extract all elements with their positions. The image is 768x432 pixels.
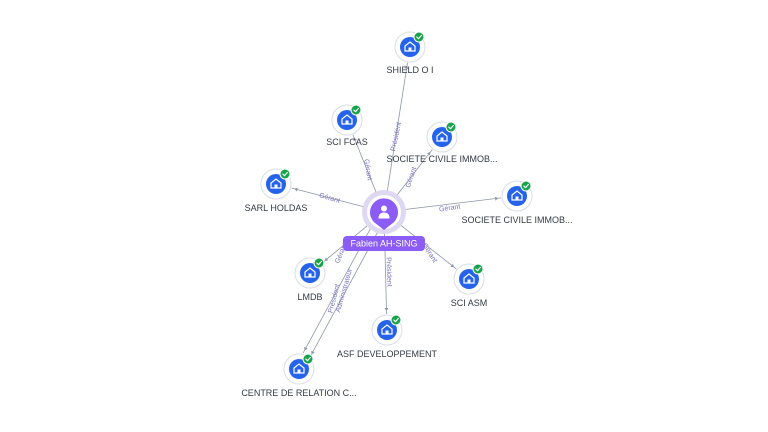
building-icon bbox=[381, 324, 393, 335]
verified-check-icon bbox=[350, 104, 362, 116]
edge-arrow bbox=[294, 187, 298, 192]
edge-line bbox=[386, 62, 408, 195]
building-icon bbox=[293, 363, 305, 374]
center-label: Fabien AH-SING bbox=[350, 239, 417, 249]
edge-arrow bbox=[304, 346, 308, 351]
verified-check-icon bbox=[390, 314, 402, 326]
company-node-scifcas[interactable]: SCI FCAS bbox=[326, 104, 368, 147]
company-node-asf[interactable]: ASF DEVELOPPEMENT bbox=[337, 314, 438, 359]
company-icon-bg bbox=[432, 127, 452, 147]
company-icon-bg bbox=[300, 263, 320, 283]
company-icon-bg bbox=[266, 174, 286, 194]
company-node-centre[interactable]: CENTRE DE RELATION C... bbox=[241, 353, 357, 398]
building-icon bbox=[436, 131, 448, 142]
company-name: SHIELD O I bbox=[386, 65, 433, 75]
nodes-layer: SHIELD O I SCI FCAS SOCIETE CIVILE IMMOB..… bbox=[241, 31, 573, 398]
person-icon bbox=[378, 205, 390, 219]
edge-label: Gérant bbox=[362, 159, 373, 181]
company-name: SCI FCAS bbox=[326, 137, 368, 147]
edge-arrow bbox=[404, 65, 409, 70]
verified-check-icon bbox=[279, 168, 291, 180]
edge-label: Gérant bbox=[318, 192, 341, 205]
verified-check-icon bbox=[520, 180, 532, 192]
company-node-shield[interactable]: SHIELD O I bbox=[386, 31, 434, 75]
center-node[interactable]: Fabien AH-SING bbox=[343, 190, 425, 251]
company-icon-bg bbox=[377, 320, 397, 340]
building-icon bbox=[270, 178, 282, 189]
edge-line bbox=[394, 149, 433, 199]
company-node-lmdb[interactable]: LMDB bbox=[294, 257, 326, 302]
edge-arrow bbox=[494, 196, 499, 201]
verified-check-icon bbox=[302, 353, 314, 365]
company-node-sci-immob-2[interactable]: SOCIETE CIVILE IMMOB... bbox=[461, 180, 573, 225]
edge-label: Gérant bbox=[439, 204, 461, 214]
edge-line bbox=[397, 222, 457, 270]
edge-line bbox=[352, 134, 378, 196]
building-icon bbox=[511, 190, 523, 201]
company-icon-bg bbox=[400, 37, 420, 57]
company-name: LMDB bbox=[297, 292, 322, 302]
center-label-pill bbox=[343, 236, 425, 251]
edge-arrow bbox=[426, 152, 431, 156]
edge-label: Président bbox=[384, 257, 392, 287]
edge-line bbox=[401, 197, 502, 211]
building-icon bbox=[463, 273, 475, 284]
company-icon-bg bbox=[459, 269, 479, 289]
edge-arrow bbox=[324, 257, 329, 261]
verified-check-icon bbox=[445, 121, 457, 133]
edge-arrow bbox=[384, 307, 389, 312]
company-node-sciasm[interactable]: SCI ASM bbox=[451, 263, 488, 308]
edge-arrow bbox=[450, 263, 455, 268]
company-name: SOCIETE CIVILE IMMOB... bbox=[461, 215, 572, 225]
edge-line bbox=[291, 187, 367, 208]
company-node-sci-immob-1[interactable]: SOCIETE CIVILE IMMOB... bbox=[386, 121, 498, 164]
building-icon bbox=[341, 114, 353, 125]
company-icon-bg bbox=[507, 186, 527, 206]
company-name: SARL HOLDAS bbox=[245, 203, 308, 213]
company-name: ASF DEVELOPPEMENT bbox=[337, 349, 438, 359]
edge-label: Président bbox=[390, 121, 403, 151]
company-name: CENTRE DE RELATION C... bbox=[241, 388, 356, 398]
building-icon bbox=[304, 267, 316, 278]
company-name: SOCIETE CIVILE IMMOB... bbox=[386, 154, 497, 164]
company-name: SCI ASM bbox=[451, 298, 488, 308]
edge-arrow bbox=[353, 137, 358, 142]
company-node-sarl[interactable]: SARL HOLDAS bbox=[245, 168, 308, 213]
edge-label: Gérant bbox=[405, 166, 418, 189]
verified-check-icon bbox=[472, 263, 484, 275]
building-icon bbox=[404, 41, 416, 52]
company-icon-bg bbox=[289, 359, 309, 379]
company-icon-bg bbox=[337, 110, 357, 130]
verified-check-icon bbox=[413, 31, 425, 43]
edge-arrow bbox=[311, 350, 315, 355]
verified-check-icon bbox=[313, 257, 325, 269]
